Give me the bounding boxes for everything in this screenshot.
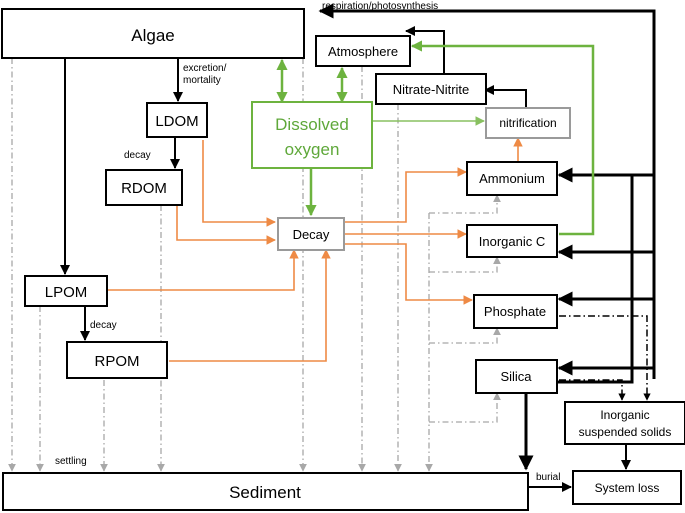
return-arrow-silica: [429, 392, 501, 423]
svg-text:Inorganic: Inorganic: [600, 408, 649, 422]
svg-text:Algae: Algae: [131, 26, 174, 45]
oxygen-flows: [276, 40, 595, 236]
svg-text:Dissolved: Dissolved: [275, 115, 349, 134]
node-atmosphere: Atmosphere: [315, 35, 411, 67]
svg-text:nitrification: nitrification: [499, 116, 556, 130]
svg-text:Nitrate-Nitrite: Nitrate-Nitrite: [393, 82, 470, 97]
arrow-rpom-decay: [169, 249, 331, 362]
return-arrow-inorganic-c: [429, 256, 501, 273]
arrow-nitrification-nitrate: [484, 85, 527, 108]
node-algae: Algae: [1, 8, 305, 59]
node-inorganic-suspended-solids: Inorganic suspended solids: [564, 401, 685, 445]
node-nitrate-nitrite: Nitrate-Nitrite: [375, 73, 487, 105]
svg-text:System loss: System loss: [595, 481, 660, 495]
label-respiration-photosynthesis: respiration/photosynthesis: [322, 1, 438, 12]
label-excretion: excretion/: [183, 63, 227, 74]
arrow-decay-ammonium: [345, 167, 467, 223]
arrow-respiration-algae: [318, 3, 656, 379]
arrow-ldom-decay: [202, 140, 276, 227]
return-arrow-ammonium: [429, 194, 501, 214]
svg-text:LPOM: LPOM: [45, 284, 88, 301]
node-phosphate: Phosphate: [473, 294, 558, 329]
label-settling: settling: [55, 456, 87, 467]
arrow-rdom-decay: [176, 205, 276, 245]
black-flows: [60, 3, 656, 492]
label-decay-lpom-rpom: decay: [90, 320, 117, 331]
svg-text:Atmosphere: Atmosphere: [328, 44, 398, 59]
svg-text:Sediment: Sediment: [229, 483, 301, 502]
node-inorganic-c: Inorganic C: [466, 224, 558, 258]
svg-text:Silica: Silica: [500, 369, 532, 384]
svg-text:Inorganic C: Inorganic C: [479, 234, 545, 249]
sediment-return-arrows: [429, 194, 501, 423]
arrow-phosphate-iss: [559, 315, 651, 401]
svg-text:Phosphate: Phosphate: [484, 304, 546, 319]
arrow-lpom-decay: [107, 249, 299, 291]
arrow-silica-iss: [559, 379, 626, 401]
label-burial: burial: [536, 472, 560, 483]
arrow-decay-phosphate: [345, 243, 473, 305]
return-arrow-phosphate: [429, 327, 501, 344]
node-rdom: RDOM: [105, 169, 183, 206]
decay-flows: [107, 137, 523, 362]
node-rpom: RPOM: [66, 341, 168, 379]
node-ldom: LDOM: [146, 102, 208, 138]
svg-text:oxygen: oxygen: [285, 140, 340, 159]
node-system-loss: System loss: [572, 470, 682, 505]
arrow-network-sediment: [518, 173, 654, 471]
node-lpom: LPOM: [24, 275, 108, 307]
node-silica: Silica: [475, 359, 558, 394]
node-nitrification: nitrification: [485, 107, 571, 139]
svg-text:LDOM: LDOM: [155, 113, 198, 130]
svg-text:RDOM: RDOM: [121, 180, 167, 197]
svg-text:Decay: Decay: [293, 227, 330, 242]
node-sediment: Sediment: [2, 472, 529, 511]
label-decay-ldom-rdom: decay: [124, 150, 151, 161]
svg-text:suspended solids: suspended solids: [579, 425, 672, 439]
svg-text:Ammonium: Ammonium: [479, 171, 545, 186]
label-mortality: mortality: [183, 75, 221, 86]
sorption-flows: [559, 315, 651, 401]
node-dissolved-oxygen: Dissolved oxygen: [251, 101, 373, 169]
node-ammonium: Ammonium: [466, 161, 558, 196]
arrow-inorganic-c-atmosphere: [410, 40, 595, 236]
arrow-nitrate-atmosphere: [405, 26, 445, 74]
svg-text:RPOM: RPOM: [95, 353, 140, 370]
node-decay: Decay: [277, 217, 345, 251]
